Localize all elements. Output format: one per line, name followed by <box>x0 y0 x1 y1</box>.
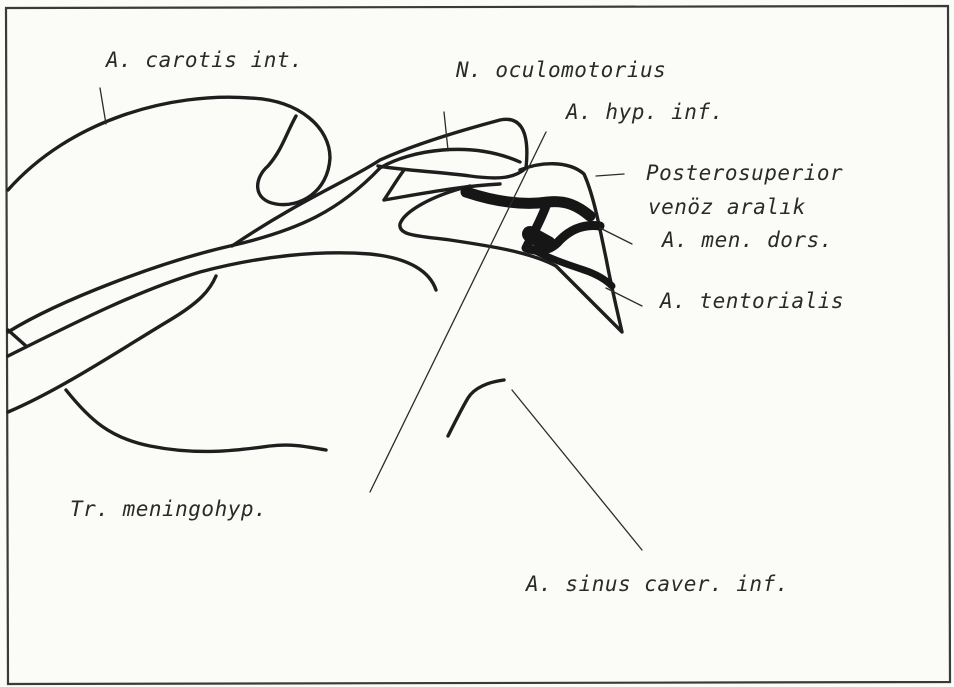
inferior-cavernous-sinus-artery <box>448 380 504 436</box>
label-oculomotorius: N. oculomotorius <box>455 58 666 82</box>
label-carotis: A. carotis int. <box>104 48 303 72</box>
label-tentorialis: A. tentorialis <box>658 289 844 313</box>
leader-hyp-inf <box>370 132 546 492</box>
label-sinus-caver: A. sinus caver. inf. <box>524 572 789 596</box>
leader-posterosuperior <box>596 174 624 176</box>
label-posterosuperior-line2: venöz aralık <box>648 195 806 219</box>
posterosuperior-venous-channel <box>466 192 590 216</box>
label-meningohyp: Tr. meningohyp. <box>70 497 267 521</box>
leader-men-dors <box>600 228 632 244</box>
lower-vessel-band-bottom <box>8 276 216 412</box>
label-posterosuperior-line1: Posterosuperior <box>646 161 843 185</box>
leader-carotis <box>100 88 106 124</box>
leader-oculomotorius <box>444 112 448 150</box>
venous-junction-blob <box>530 234 548 244</box>
label-hyp-inf: A. hyp. inf. <box>564 100 724 124</box>
left-edge-connector <box>8 330 26 346</box>
leader-sinus-caver <box>512 390 642 550</box>
label-men-dors: A. men. dors. <box>660 228 833 252</box>
carotid-artery-outline <box>8 97 330 204</box>
lower-vessel-band-top <box>8 253 436 356</box>
leader-tentorialis <box>606 288 642 306</box>
meningohypophyseal-trunk-outline <box>66 390 326 451</box>
posterosuperior-region-outline <box>400 164 622 332</box>
carotid-artery-upper-wall <box>232 119 527 246</box>
